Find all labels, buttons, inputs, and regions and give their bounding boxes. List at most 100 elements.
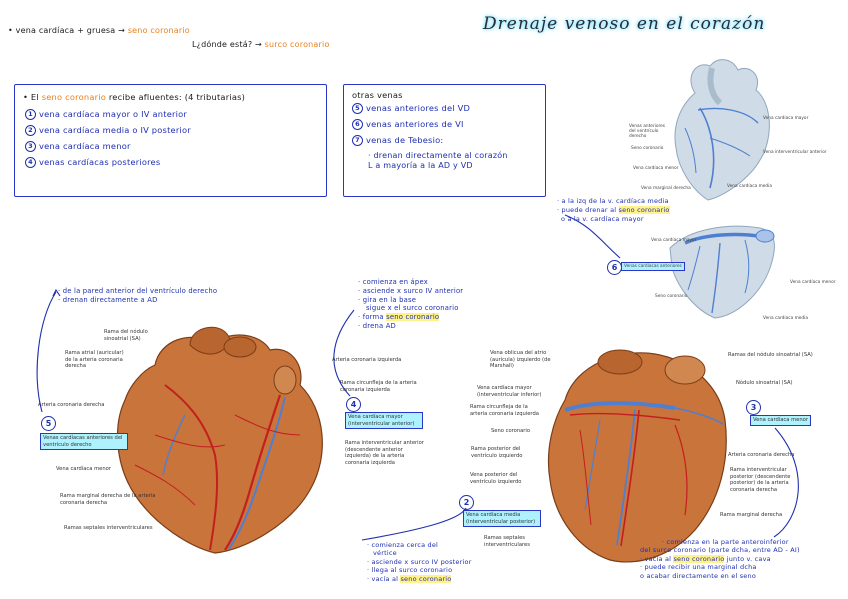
mid-note-2: · asciende x surco IV anterior xyxy=(358,287,463,296)
bottom-right-note-3-prefix: · vacía al xyxy=(640,555,671,563)
right-heart-illustration xyxy=(525,340,735,570)
fig2-label-2: Vena cardíaca menor xyxy=(790,280,836,285)
rh-label-seno: Seno coronario xyxy=(491,428,530,435)
anterior-veins-label: Venas cardíacas anteriores xyxy=(621,262,685,271)
bottom-right-note-3-suffix: junto v. cava xyxy=(727,555,771,563)
list-item-text: venas de Tebesio: xyxy=(366,135,443,145)
lh-label-acd: Arteria coronaria derecha xyxy=(38,402,104,409)
fig1-label-2: Seno coronario xyxy=(631,146,663,151)
bottom-left-note-4-prefix: · vacía al xyxy=(367,575,398,583)
mid-note-3: · gira en la base xyxy=(358,296,463,305)
number-circle-3: 3 xyxy=(746,400,761,415)
header-line-2-prefix: L¿dónde está? → xyxy=(192,40,262,49)
left-note-2: · drenan directamente a AD xyxy=(58,296,158,304)
header-line-1-prefix: • vena cardíaca + gruesa → xyxy=(8,26,125,35)
bottom-right-note-3-highlight: seno coronario xyxy=(673,555,724,563)
list-item-text: venas cardíacas posteriores xyxy=(39,157,160,167)
rh-label-vcmedia: Vena cardíaca media (interventricular po… xyxy=(463,510,541,527)
bottom-left-note-3: · llega al surco coronario xyxy=(367,566,472,574)
left-heart-illustration xyxy=(95,325,355,555)
fig1-label-4: Vena marginal derecha xyxy=(641,186,691,191)
bottom-right-note-3: · vacía al seno coronario junto v. cava xyxy=(640,555,800,563)
tributaries-heading: • El seno coronario recibe afluentes: (4… xyxy=(23,92,245,102)
header-line-1: • vena cardíaca + gruesa → seno coronari… xyxy=(8,26,190,36)
rh-label-nodulo: Nódulo sinoatrial (SA) xyxy=(736,380,793,387)
arrow-left-notes-to-5 xyxy=(37,292,56,412)
bottom-right-note-5: o acabar directamente en el seno xyxy=(640,572,800,580)
number-circle: 1 xyxy=(25,109,36,120)
number-circle-6: 6 xyxy=(607,260,622,275)
mid-note-5-prefix: · forma xyxy=(358,313,384,321)
left-note-1: · de la pared anterior del ventrículo de… xyxy=(58,287,217,295)
mid-note-6: · drena AD xyxy=(358,322,463,331)
page-title: Drenaje venoso en el corazón xyxy=(483,14,765,34)
number-circle-5: 5 xyxy=(41,416,56,431)
number-circle: 2 xyxy=(25,125,36,136)
fig2-label-4: Vena cardíaca media xyxy=(763,316,808,321)
lh-label-nodo: Rama del nódulo sinoatrial (SA) xyxy=(104,329,156,342)
rh-label-marginal: Rama marginal derecha xyxy=(720,512,782,519)
rh-label-nodo: Ramas del nódulo sinoatrial (SA) xyxy=(728,352,813,359)
number-circle: 3 xyxy=(25,141,36,152)
list-item-text: vena cardíaca menor xyxy=(39,141,131,151)
rh-label-septales: Ramas septales interventriculares xyxy=(484,535,536,548)
bottom-right-note-4: · puede recibir una marginal dcha xyxy=(640,563,800,571)
lh-label-vcmenor: Vena cardíaca menor xyxy=(56,466,111,473)
rh-label-vena-post: Vena posterior del ventrículo izquierdo xyxy=(470,472,532,485)
tebesio-note-1: · drenan directamente al corazón xyxy=(352,151,508,161)
tributaries-heading-highlight: seno coronario xyxy=(42,92,106,102)
arrow-bottom-left-to-2 xyxy=(362,508,466,540)
list-item-text: vena cardíaca media o IV posterior xyxy=(39,125,191,135)
fig1-label-5: Vena cardíaca mayor xyxy=(763,116,808,121)
bottom-left-note-4: · vacía al seno coronario xyxy=(367,575,472,583)
mid-notes: · comienza en ápex · asciende x surco IV… xyxy=(358,278,463,331)
number-circle: 7 xyxy=(352,135,363,146)
fig1-label-1: Venas anteriores del ventrículo derecho xyxy=(629,124,669,139)
number-circle-4: 4 xyxy=(346,397,361,412)
lh-label-aci: Arteria coronaria izquierda xyxy=(332,357,401,364)
fig1-label-7: Vena cardíaca media xyxy=(727,184,772,189)
mid-note-5: · forma seno coronario xyxy=(358,313,463,322)
bottom-left-note-4-highlight: seno coronario xyxy=(400,575,451,583)
bottom-right-note-1: · comienza en la parte anteroinferior xyxy=(640,538,800,546)
fig2-label-3: Seno coronario xyxy=(655,294,687,299)
number-circle-2: 2 xyxy=(459,495,474,510)
number-circle: 6 xyxy=(352,119,363,130)
top-right-note-2: · puede drenar al seno coronario xyxy=(557,206,670,214)
tebesio-note-2: L a mayoría a la AD y VD xyxy=(352,161,508,171)
rh-label-acd: Arteria coronaria derecha xyxy=(728,452,794,459)
list-item-text: venas anteriores de VI xyxy=(366,119,464,129)
rh-label-oblicua: Vena oblicua del atrio (aurícula) izquie… xyxy=(490,350,572,370)
rh-label-vcmayor: Vena cardíaca mayor (interventricular in… xyxy=(477,385,547,398)
number-circle: 5 xyxy=(352,103,363,114)
top-right-note-1: · a la izq de la v. cardíaca media xyxy=(557,197,669,205)
anterior-heart-figure xyxy=(675,60,769,200)
bottom-left-note-2: · asciende x surco IV posterior xyxy=(367,558,472,566)
header-line-1-highlight: seno coronario xyxy=(128,26,190,35)
fig1-label-6: Vena interventricular anterior xyxy=(763,150,827,155)
lh-label-atrial: Rama atrial (auricular) de la arteria co… xyxy=(65,350,125,370)
anterior-heart-figures xyxy=(600,48,840,328)
other-veins-heading: otras venas xyxy=(352,90,403,100)
tributaries-box: • El seno coronario recibe afluentes: (4… xyxy=(14,84,327,197)
lh-label-marginal: Rama marginal derecha de la arteria coro… xyxy=(60,493,156,506)
bottom-right-notes: · comienza en la parte anteroinferior de… xyxy=(640,538,800,580)
list-item-text: venas anteriores del VD xyxy=(366,103,470,113)
lh-label-vcmayor: Vena cardíaca mayor (interventricular an… xyxy=(345,412,423,429)
top-right-note-3: o a la v. cardíaca mayor xyxy=(561,215,644,223)
header-line-2-highlight: surco coronario xyxy=(265,40,330,49)
top-right-note-2-highlight: seno coronario xyxy=(619,206,670,214)
tributaries-heading-suffix: recibe afluentes: (4 tributarias) xyxy=(109,92,245,102)
bottom-left-note-1b: vértice xyxy=(367,549,472,557)
tributaries-heading-prefix: • El xyxy=(23,92,39,102)
